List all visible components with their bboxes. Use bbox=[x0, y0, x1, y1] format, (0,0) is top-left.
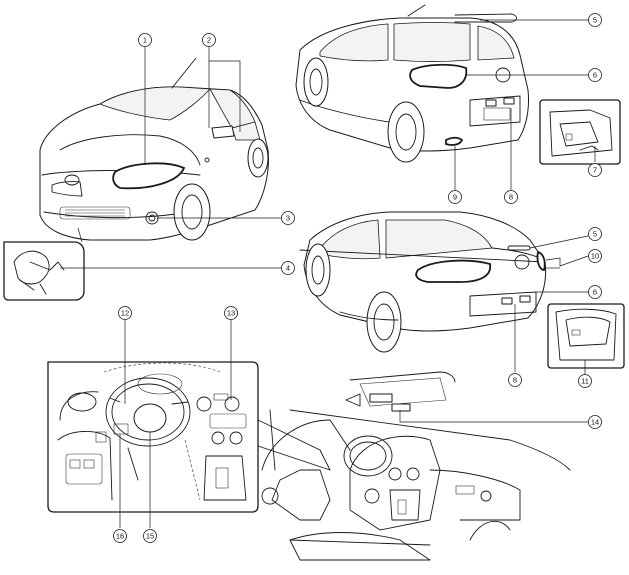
callout-6-sedan: 6 bbox=[588, 285, 602, 299]
callout-15: 15 bbox=[143, 529, 157, 543]
interior-dashboard-inset bbox=[47, 361, 259, 513]
callout-14-label: 14 bbox=[591, 418, 599, 427]
front-hatchback-car bbox=[39, 57, 269, 241]
callout-14: 14 bbox=[588, 415, 602, 429]
callout-13: 13 bbox=[224, 306, 238, 320]
rear-hatchback-car bbox=[295, 4, 529, 163]
callout-11: 11 bbox=[578, 374, 592, 388]
callout-2: 2 bbox=[202, 33, 216, 47]
callout-7-label: 7 bbox=[593, 166, 597, 175]
callout-4: 4 bbox=[281, 261, 295, 275]
callout-15-label: 15 bbox=[146, 532, 154, 541]
inset-luggage-compartment-light bbox=[539, 99, 621, 165]
callout-5-sedan-label: 5 bbox=[593, 230, 597, 239]
callout-8-hatchback-label: 8 bbox=[509, 193, 513, 202]
callout-3-label: 3 bbox=[286, 214, 290, 223]
rear-sedan-car bbox=[299, 211, 547, 353]
callout-8-hatchback: 8 bbox=[504, 190, 518, 204]
callout-1-label: 1 bbox=[143, 36, 147, 45]
full-interior-view bbox=[261, 371, 571, 561]
callout-13-label: 13 bbox=[227, 309, 235, 318]
leader-lines bbox=[60, 19, 596, 528]
inset-connector bbox=[257, 419, 331, 471]
callout-7: 7 bbox=[588, 163, 602, 177]
callout-12-label: 12 bbox=[121, 309, 129, 318]
callout-16-label: 16 bbox=[116, 532, 124, 541]
inset-front-signal-lamp bbox=[3, 227, 85, 301]
inset-trunk-light bbox=[547, 303, 625, 369]
callout-8-sedan: 8 bbox=[508, 373, 522, 387]
callout-5-hatchback: 5 bbox=[588, 13, 602, 27]
callout-8-sedan-label: 8 bbox=[513, 376, 517, 385]
callout-6-hatchback: 6 bbox=[588, 68, 602, 82]
callout-10-label: 10 bbox=[591, 252, 599, 261]
callout-11-label: 11 bbox=[581, 377, 589, 386]
callout-16: 16 bbox=[113, 529, 127, 543]
callout-9: 9 bbox=[448, 190, 462, 204]
callout-4-label: 4 bbox=[286, 264, 290, 273]
callout-3: 3 bbox=[281, 211, 295, 225]
callout-5-sedan: 5 bbox=[588, 227, 602, 241]
callout-6-sedan-label: 6 bbox=[593, 288, 597, 297]
callout-12: 12 bbox=[118, 306, 132, 320]
callout-5-hatchback-label: 5 bbox=[593, 16, 597, 25]
callout-1: 1 bbox=[138, 33, 152, 47]
callout-6-hatchback-label: 6 bbox=[593, 71, 597, 80]
callout-9-label: 9 bbox=[453, 193, 457, 202]
callout-10: 10 bbox=[588, 249, 602, 263]
callout-2-label: 2 bbox=[207, 36, 211, 45]
